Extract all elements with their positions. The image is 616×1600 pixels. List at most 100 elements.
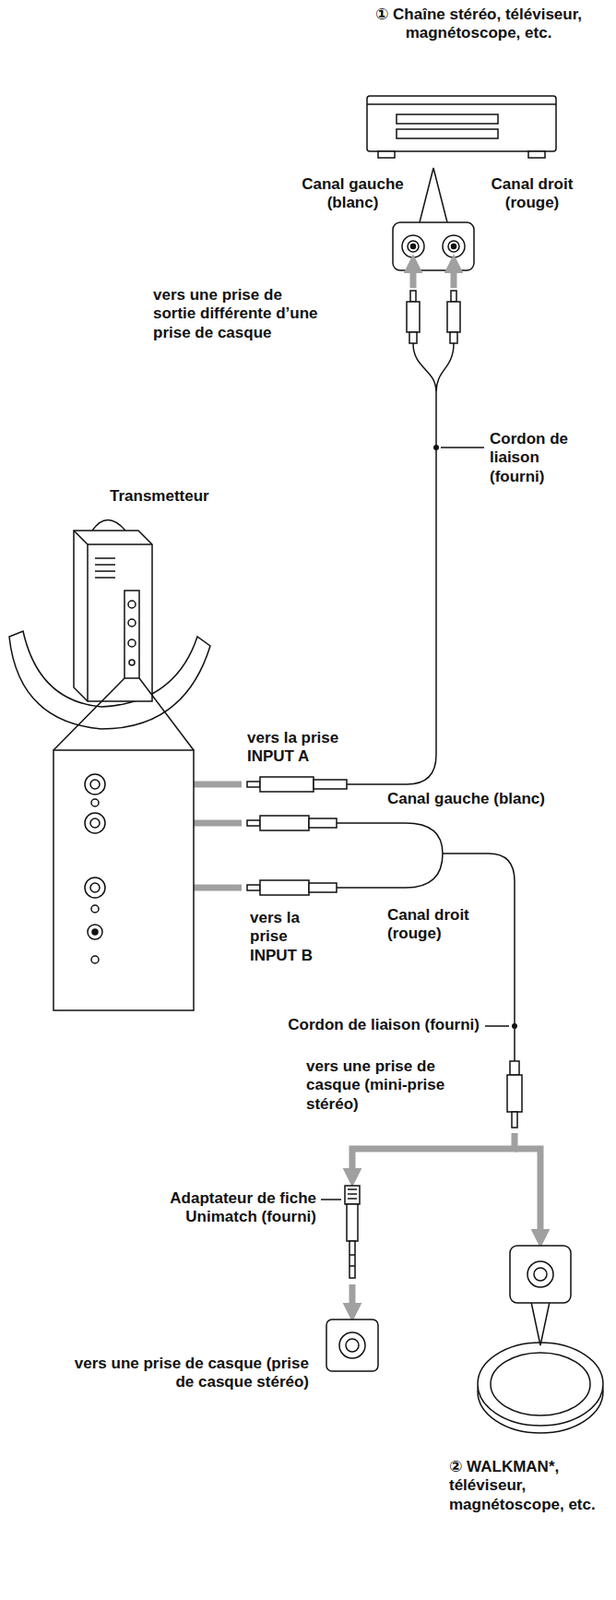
callout-pointer [531, 1301, 550, 1345]
rca-jack [442, 235, 465, 258]
rca-jack [402, 235, 425, 258]
vent-line [94, 569, 116, 572]
leader-dot [433, 444, 439, 451]
mini-plug [509, 1060, 520, 1075]
label: vers une prise de casque (prise de casqu… [55, 1353, 309, 1392]
rca-plug [406, 301, 420, 332]
leader-line [485, 1024, 510, 1027]
label: Canal droit (rouge) [481, 175, 583, 214]
rca-plug [410, 290, 416, 302]
unit-body [367, 95, 557, 152]
label: vers la prise INPUT B [249, 908, 329, 965]
rca-plug [447, 301, 461, 332]
connecting-cord [346, 343, 454, 784]
label-slot: vers une prise de sortie différente d’un… [153, 285, 329, 343]
leader-line [440, 446, 485, 449]
label: vers la prise INPUT A [247, 728, 386, 767]
rca-jack [411, 244, 416, 249]
mini-plug [260, 776, 314, 792]
mini-plug [507, 1074, 522, 1112]
transmitter-panel [124, 590, 140, 678]
label-slot: vers la prise INPUT A [247, 728, 386, 767]
vent-line [94, 556, 116, 559]
transmitter-body [73, 530, 153, 701]
insert-arrow [514, 1148, 541, 1232]
unit-slot [396, 114, 498, 124]
input-jack [90, 817, 100, 828]
indicator [91, 955, 99, 963]
input-jack [84, 773, 106, 794]
rca-plug [260, 815, 309, 830]
input-jack [84, 812, 106, 833]
label: Canal droit (rouge) [387, 905, 480, 944]
input-jack [90, 882, 100, 892]
jack-panel [392, 222, 474, 271]
power-jack [92, 928, 98, 935]
rca-jack [407, 240, 419, 252]
insert-arrow [450, 269, 458, 288]
leader-dot [511, 1022, 518, 1029]
label-slot: ① Chaîne stéréo, téléviseur, magnétoscop… [348, 5, 609, 44]
mini-jack [533, 1267, 547, 1280]
stereo-jack [339, 1331, 366, 1358]
walkman-body [477, 1341, 604, 1425]
power-jack [87, 924, 103, 939]
transmitter-handle [92, 520, 126, 532]
mini-plug [247, 781, 261, 787]
label-slot: Canal gauche (blanc) [387, 789, 600, 808]
indicator [91, 798, 99, 806]
rca-plug [260, 879, 309, 895]
indicator [91, 904, 99, 913]
rca-plug [409, 331, 417, 344]
label-slot: vers une prise de casque (prise de casqu… [55, 1353, 309, 1392]
unit-foot [528, 151, 545, 158]
leader-line [320, 1197, 342, 1200]
adaptor-tip [349, 1240, 356, 1278]
zoom-line [53, 677, 125, 750]
rca-jack [451, 244, 457, 249]
rca-plug [247, 884, 261, 890]
headphone-jacks [326, 1244, 604, 1433]
rca-plug [450, 331, 458, 344]
label: Canal gauche (blanc) [295, 175, 411, 214]
adaptor-body [346, 1203, 358, 1241]
label: Cordon de liaison (fourni) [489, 429, 592, 486]
unit-foot [378, 151, 395, 158]
label-slot: Adaptateur de fiche Unimatch (fourni) [118, 1188, 317, 1227]
rca-jack [448, 240, 460, 252]
tip-band [349, 1253, 356, 1256]
panel-jack [128, 600, 136, 608]
label: Canal gauche (blanc) [387, 789, 600, 808]
panel-jack [129, 659, 135, 665]
unit-lid [367, 103, 557, 106]
label-slot: Transmetteur [109, 486, 249, 506]
jack-bubble [326, 1318, 379, 1371]
rca-plug [450, 290, 457, 302]
mini-plug [511, 1111, 518, 1127]
rca-plug [308, 817, 337, 828]
unimatch-adaptor [344, 1184, 360, 1278]
stereo-jack [345, 1338, 359, 1351]
panel-jack [128, 618, 136, 627]
label: Transmetteur [109, 486, 249, 506]
label-slot: Canal droit (rouge) [481, 175, 583, 214]
mini-jack [527, 1260, 554, 1287]
label: ② WALKMAN*, téléviseur, magnétoscope, et… [449, 1457, 611, 1514]
label-slot: ② WALKMAN*, téléviseur, magnétoscope, et… [449, 1457, 611, 1514]
callout-pointer [419, 167, 448, 223]
label-slot: vers la prise INPUT B [249, 908, 329, 965]
label-slot: Canal gauche (blanc) [295, 175, 411, 214]
label-slot: Cordon de liaison (fourni) [489, 429, 592, 486]
transmitter-edge [73, 530, 153, 701]
insert-arrow [352, 1132, 515, 1172]
zoom-panel [53, 749, 194, 1010]
jack-bubble [509, 1244, 571, 1303]
mini-plug [313, 779, 347, 789]
transmitter [9, 520, 211, 1011]
zoom-line [139, 677, 194, 750]
insert-arrow [410, 269, 417, 288]
label-slot: Cordon de liaison (fourni) [184, 1015, 480, 1034]
unit-slot [396, 129, 498, 139]
